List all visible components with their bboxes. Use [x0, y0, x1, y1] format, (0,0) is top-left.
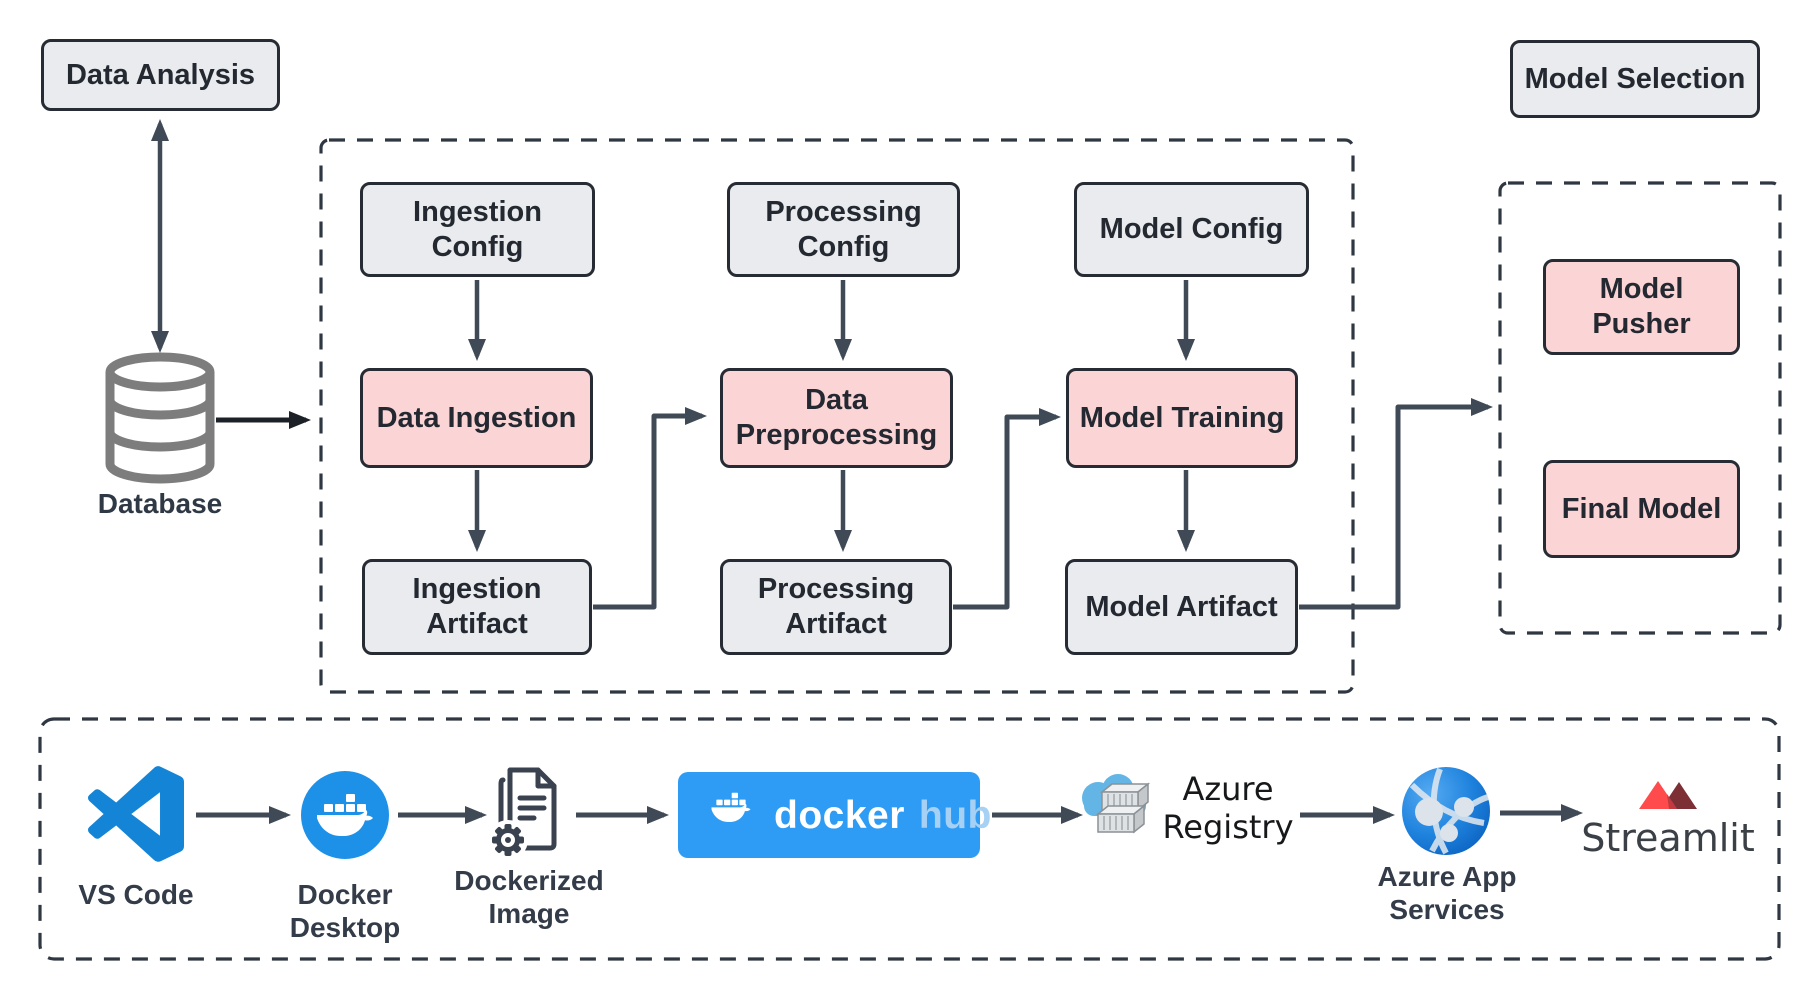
- streamlit-label: Streamlit: [1581, 816, 1755, 860]
- azure-app-services-icon: [1400, 765, 1492, 862]
- docker-desktop-label: Docker Desktop: [289, 879, 401, 944]
- docker-hub-whale-icon: [700, 792, 762, 838]
- docker-desktop-icon: [301, 771, 389, 864]
- model-selection-box: Model Selection: [1510, 40, 1760, 118]
- azure-app-services-label: Azure App Services: [1377, 861, 1517, 926]
- toolchain-dashed-box: [38, 717, 1781, 961]
- model-pusher-box: Model Pusher: [1543, 259, 1740, 355]
- data-analysis-box: Data Analysis: [41, 39, 280, 111]
- model-training-box: Model Training: [1066, 368, 1298, 468]
- dockerhub-wordmark-hub: hub: [918, 793, 992, 837]
- azure-registry-icon: [1078, 766, 1160, 863]
- final-model-box: Final Model: [1543, 460, 1740, 558]
- processing-config-box: Processing Config: [727, 182, 960, 277]
- data-ingestion-box: Data Ingestion: [360, 368, 593, 468]
- streamlit-icon: [1637, 778, 1699, 817]
- training-pipeline-dashed-box: [319, 138, 1355, 694]
- vscode-label: VS Code: [78, 879, 194, 910]
- dockerized-image-label: Dockerized Image: [454, 865, 604, 930]
- dockerhub-wordmark-docker: docker: [774, 793, 905, 837]
- azure-registry-label: Azure Registry: [1162, 770, 1294, 847]
- connector-ingestion-artifact-to-preprocessing: [593, 407, 707, 610]
- database-label: Database: [97, 488, 223, 519]
- database-cylinder-icon: [105, 352, 215, 484]
- model-artifact-box: Model Artifact: [1065, 559, 1298, 655]
- connector-model-artifact-to-pusher-group: [1299, 398, 1493, 610]
- docker-hub-badge: docker hub: [678, 772, 991, 858]
- model-config-box: Model Config: [1074, 182, 1309, 277]
- ingestion-artifact-box: Ingestion Artifact: [362, 559, 592, 655]
- data-preprocessing-box: Data Preprocessing: [720, 368, 953, 468]
- pusher-group-dashed-box: [1498, 181, 1782, 635]
- dockerized-image-icon: [488, 764, 568, 869]
- vscode-icon: [87, 766, 184, 867]
- processing-artifact-box: Processing Artifact: [720, 559, 952, 655]
- gear-icon: [492, 824, 524, 856]
- ingestion-config-box: Ingestion Config: [360, 182, 595, 277]
- connector-processing-artifact-to-training: [953, 408, 1061, 610]
